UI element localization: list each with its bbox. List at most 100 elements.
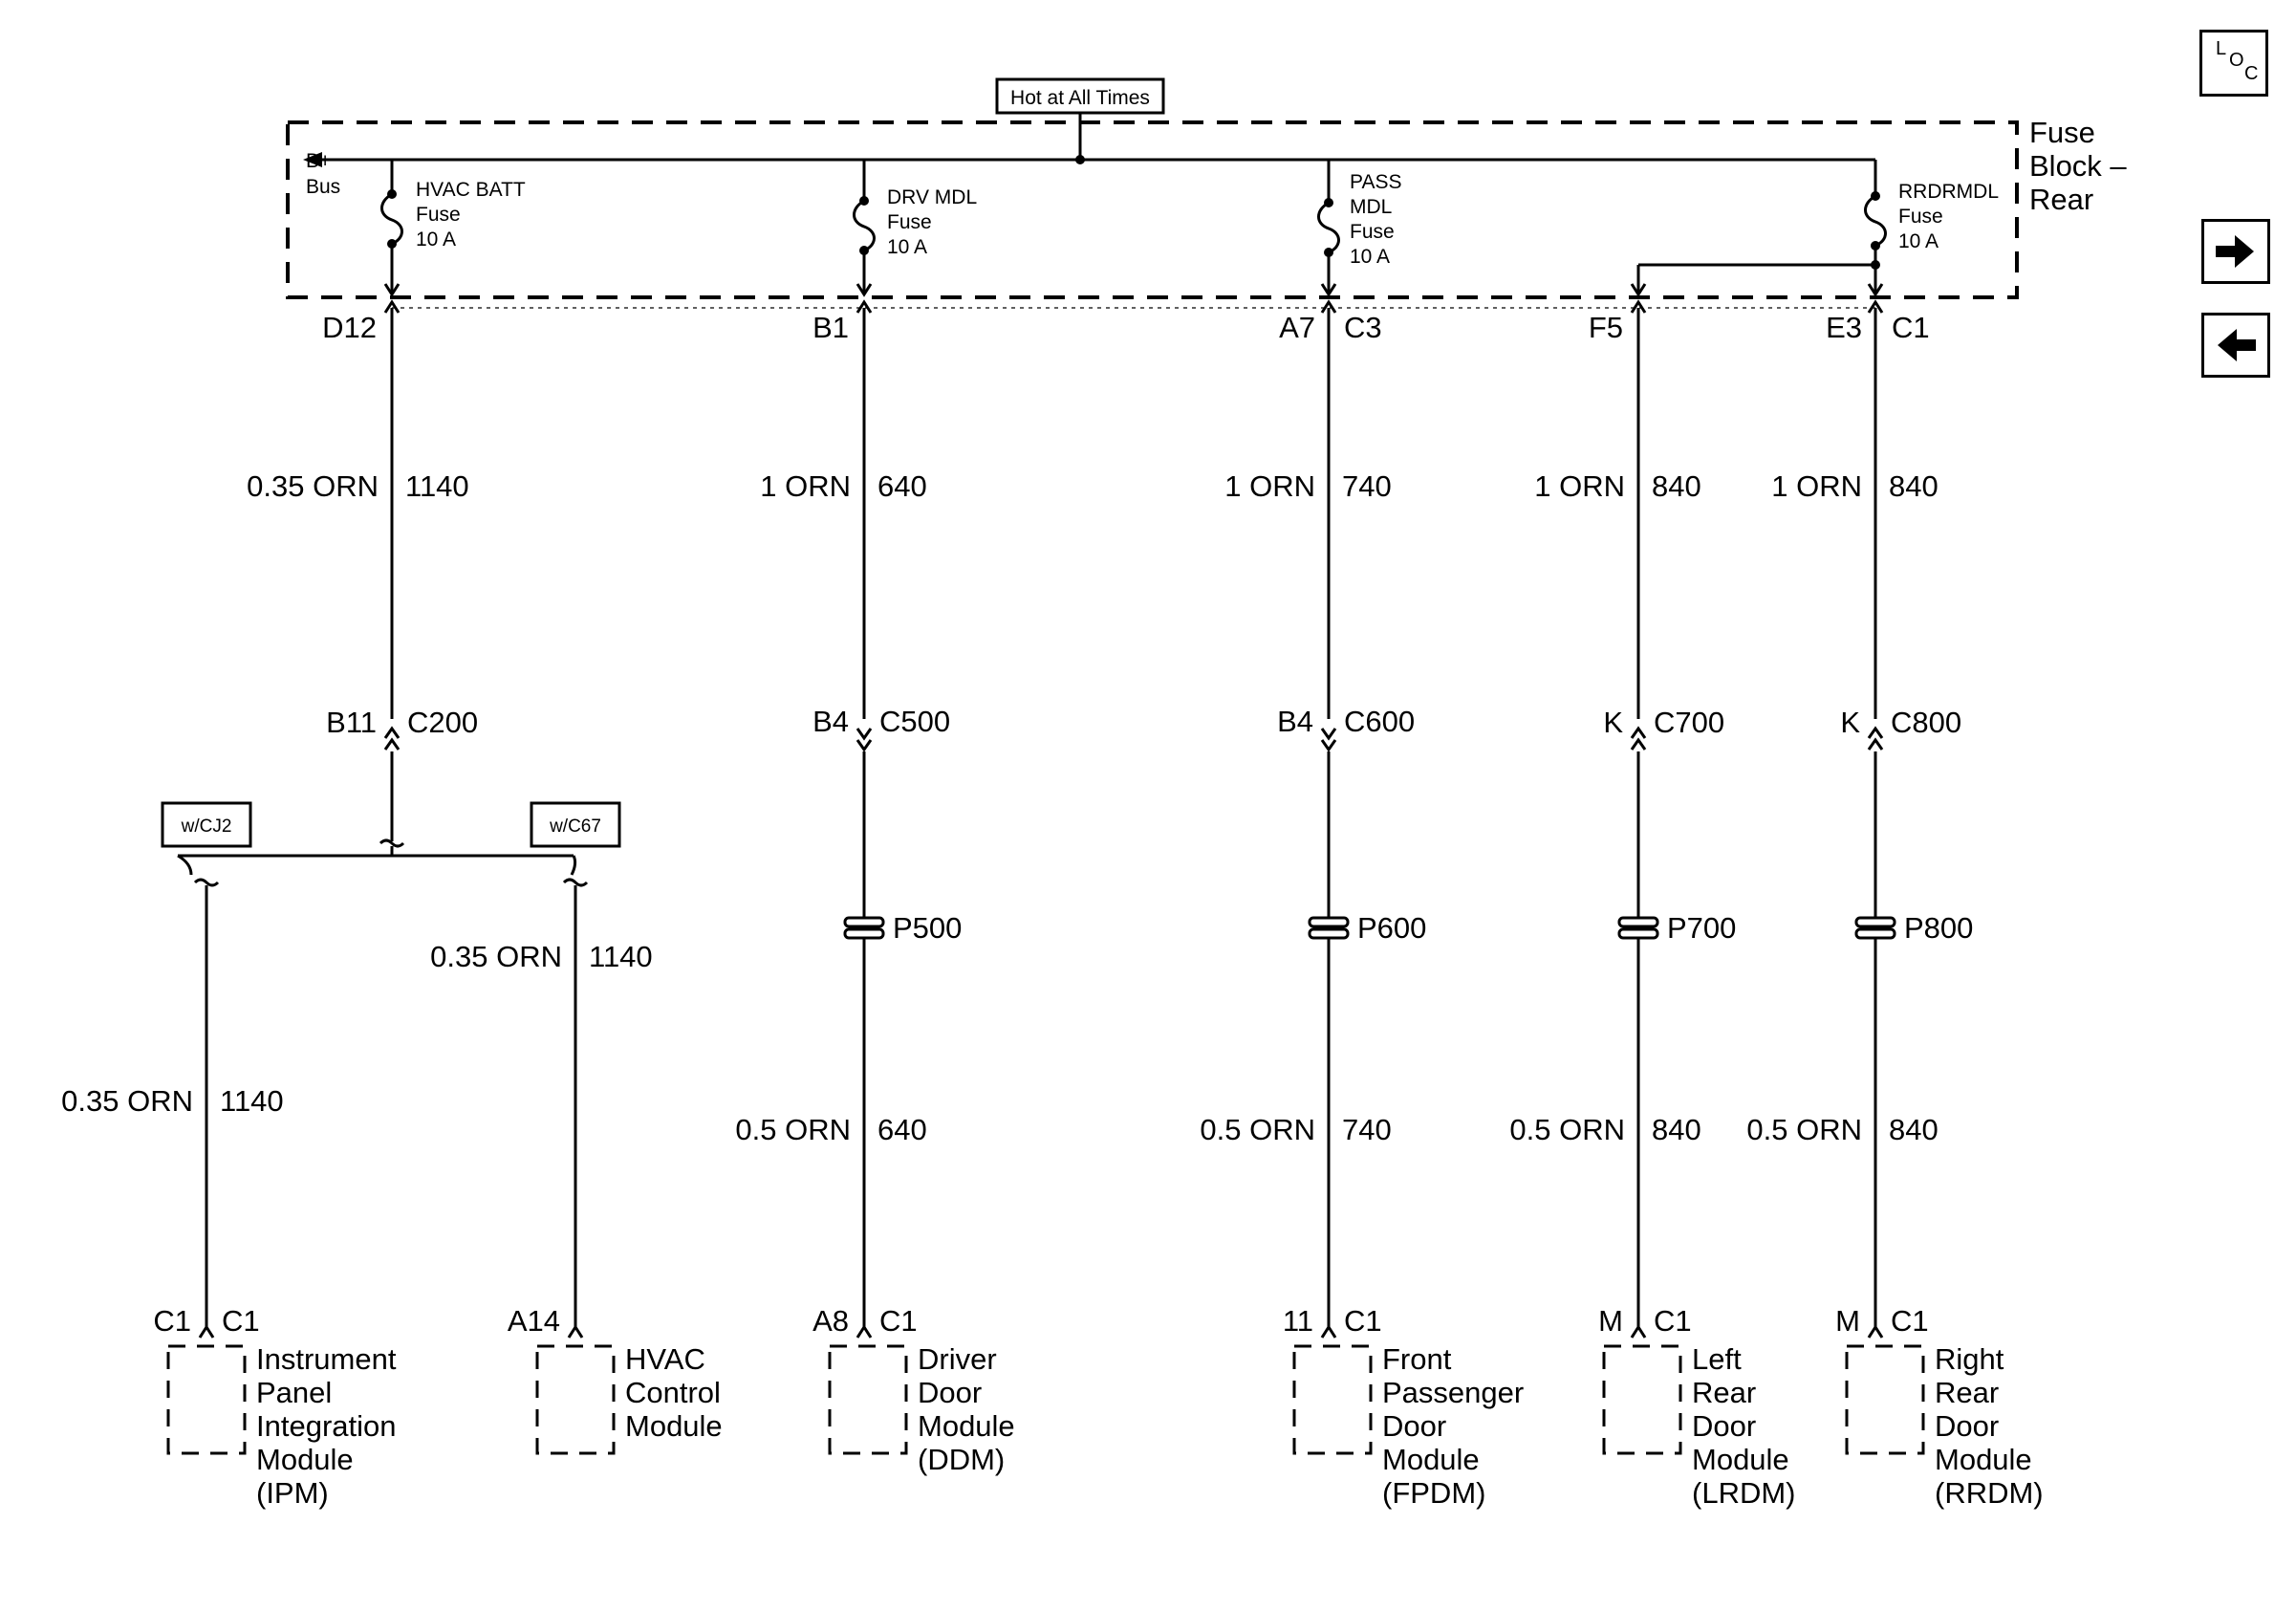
- circuit-840-right-lower: P800 0.5 ORN 840: [1746, 751, 1973, 1327]
- module-connector: C1: [1654, 1304, 1692, 1338]
- fuse-block-outline: [286, 120, 2019, 299]
- fuse-pass-mdl: PASS MDL Fuse 10 A: [1317, 160, 1401, 297]
- next-page-button[interactable]: [2201, 219, 2270, 284]
- wire-circuit: 840: [1652, 469, 1701, 503]
- wire-circuit: 740: [1342, 469, 1392, 503]
- module-label-line: Passenger: [1382, 1376, 1524, 1409]
- module-label-line: Module: [625, 1409, 723, 1443]
- wire-gauge: 1 ORN: [1771, 469, 1862, 503]
- circuit-840-right-upper: E3 C1 1 ORN 840: [1771, 299, 1939, 719]
- fuse-block-pin: B1: [812, 311, 849, 344]
- fuse-label-line: 10 A: [1898, 230, 1939, 252]
- arrow-left-icon: [2218, 329, 2256, 361]
- fuse-label-line: Fuse: [416, 204, 461, 226]
- module-label-line: Door: [1382, 1409, 1446, 1443]
- option-break-icon: [193, 878, 220, 887]
- circuit-640-upper: B1 1 ORN 640: [760, 299, 927, 719]
- previous-page-button[interactable]: [2201, 313, 2270, 378]
- loc-button[interactable]: L O C: [2199, 30, 2268, 97]
- power-source-tag: Hot at All Times: [1010, 87, 1150, 109]
- module-label-line: (FPDM): [1382, 1476, 1485, 1510]
- fuse-rrdrmdl: RRDRMDL Fuse 10 A: [1630, 160, 1999, 297]
- circuit-740-upper: A7 C3 1 ORN 740: [1224, 299, 1392, 719]
- module-label-line: (DDM): [918, 1443, 1005, 1476]
- b-plus-bus: B+ Bus: [303, 150, 1875, 198]
- module-label-line: Right: [1935, 1342, 2004, 1376]
- splice-label: P600: [1357, 911, 1426, 945]
- connector-pin: B11: [326, 706, 377, 739]
- module-pin: M: [1598, 1304, 1623, 1338]
- module-label-line: Rear: [1935, 1376, 1999, 1409]
- module-box: [1292, 1344, 1373, 1455]
- module-fpdm: 11 C1 Front Passenger Door Module (FPDM): [1283, 1304, 1524, 1510]
- option-tag-box: [530, 801, 621, 848]
- module-pin: A8: [812, 1304, 849, 1338]
- module-label-line: Panel: [256, 1376, 332, 1409]
- splice-pack-icon: [1854, 916, 1896, 940]
- option-tag-right: w/C67: [549, 816, 601, 837]
- connector-c500: B4 C500: [812, 705, 950, 752]
- power-source: Hot at All Times: [995, 77, 1165, 164]
- circuit-1140-upper: D12 0.35 ORN 1140: [247, 299, 469, 719]
- module-box: [828, 1344, 908, 1455]
- wire-gauge: 1 ORN: [1534, 469, 1625, 503]
- fuse-symbol-icon: [1317, 201, 1340, 254]
- fuse-label-line: PASS: [1350, 171, 1401, 193]
- fuse-symbol-icon: [853, 199, 876, 252]
- circuit-840-left-lower: P700 0.5 ORN 840: [1509, 751, 1736, 1327]
- module-box: [535, 1344, 616, 1455]
- connector-c700: K C700: [1603, 706, 1724, 751]
- wire-circuit: 1140: [220, 1084, 284, 1118]
- wire-gauge: 0.5 ORN: [1746, 1113, 1862, 1146]
- fuse-block-pin: E3: [1826, 311, 1862, 344]
- module-connector: C1: [1891, 1304, 1929, 1338]
- connector-c200: B11 C200: [326, 706, 478, 751]
- module-label-line: Integration: [256, 1409, 397, 1443]
- splice-label: P500: [893, 911, 962, 945]
- module-rrdm: M C1 Right Rear Door Module (RRDM): [1835, 1304, 2043, 1510]
- connector-pin: K: [1603, 706, 1623, 739]
- module-label-line: Module: [1692, 1443, 1789, 1476]
- module-label-line: Instrument: [256, 1342, 397, 1376]
- splice-pack-icon: [843, 916, 885, 940]
- module-box: [166, 1344, 247, 1455]
- module-box: [1845, 1344, 1925, 1455]
- fuse-label-line: 10 A: [416, 229, 456, 250]
- bus-label-line1: B+: [306, 150, 331, 172]
- connector-id: C200: [407, 706, 478, 739]
- module-label-line: (RRDM): [1935, 1476, 2044, 1510]
- connector-c800: K C800: [1840, 706, 1961, 751]
- wire-circuit: 640: [877, 1113, 927, 1146]
- wire-gauge: 0.5 ORN: [1200, 1113, 1315, 1146]
- wire-gauge: 0.35 ORN: [247, 469, 379, 503]
- circuit-740-lower: P600 0.5 ORN 740: [1200, 751, 1426, 1327]
- circuit-840-left-upper: F5 1 ORN 840: [1534, 299, 1701, 719]
- fuse-label-line: MDL: [1350, 196, 1392, 218]
- arrow-right-icon: [2216, 235, 2254, 268]
- option-tag-left: w/CJ2: [181, 816, 232, 837]
- module-label-line: Front: [1382, 1342, 1452, 1376]
- fuse-block: Fuse Block – Rear: [286, 116, 2127, 309]
- module-ddm: A8 C1 Driver Door Module (DDM): [812, 1304, 1015, 1476]
- module-label-line: Rear: [1692, 1376, 1756, 1409]
- circuit-640-lower: P500 0.5 ORN 640: [735, 751, 962, 1327]
- loc-letter: L: [2216, 38, 2227, 59]
- fuse-label-line: RRDRMDL: [1898, 181, 1999, 203]
- wire-gauge: 0.5 ORN: [735, 1113, 851, 1146]
- fuse-block-pin: A7: [1279, 311, 1315, 344]
- wire-gauge: 1 ORN: [1224, 469, 1315, 503]
- connector-c600: B4 C600: [1277, 705, 1415, 752]
- connector-id: C800: [1891, 706, 1961, 739]
- connector-pin: K: [1840, 706, 1860, 739]
- module-label-line: Door: [1692, 1409, 1756, 1443]
- fuse-block-connector: C1: [1892, 311, 1930, 344]
- fuse-label-line: Fuse: [887, 211, 932, 233]
- fuse-block-connector: C3: [1344, 311, 1382, 344]
- module-label-line: Driver: [918, 1342, 997, 1376]
- module-label-line: Module: [1382, 1443, 1480, 1476]
- fuse-label-line: Fuse: [1350, 221, 1395, 243]
- wire-gauge: 0.5 ORN: [1509, 1113, 1625, 1146]
- bus-arrow-icon: [303, 152, 322, 167]
- module-label-line: HVAC: [625, 1342, 705, 1376]
- connector-pin: B4: [812, 705, 849, 738]
